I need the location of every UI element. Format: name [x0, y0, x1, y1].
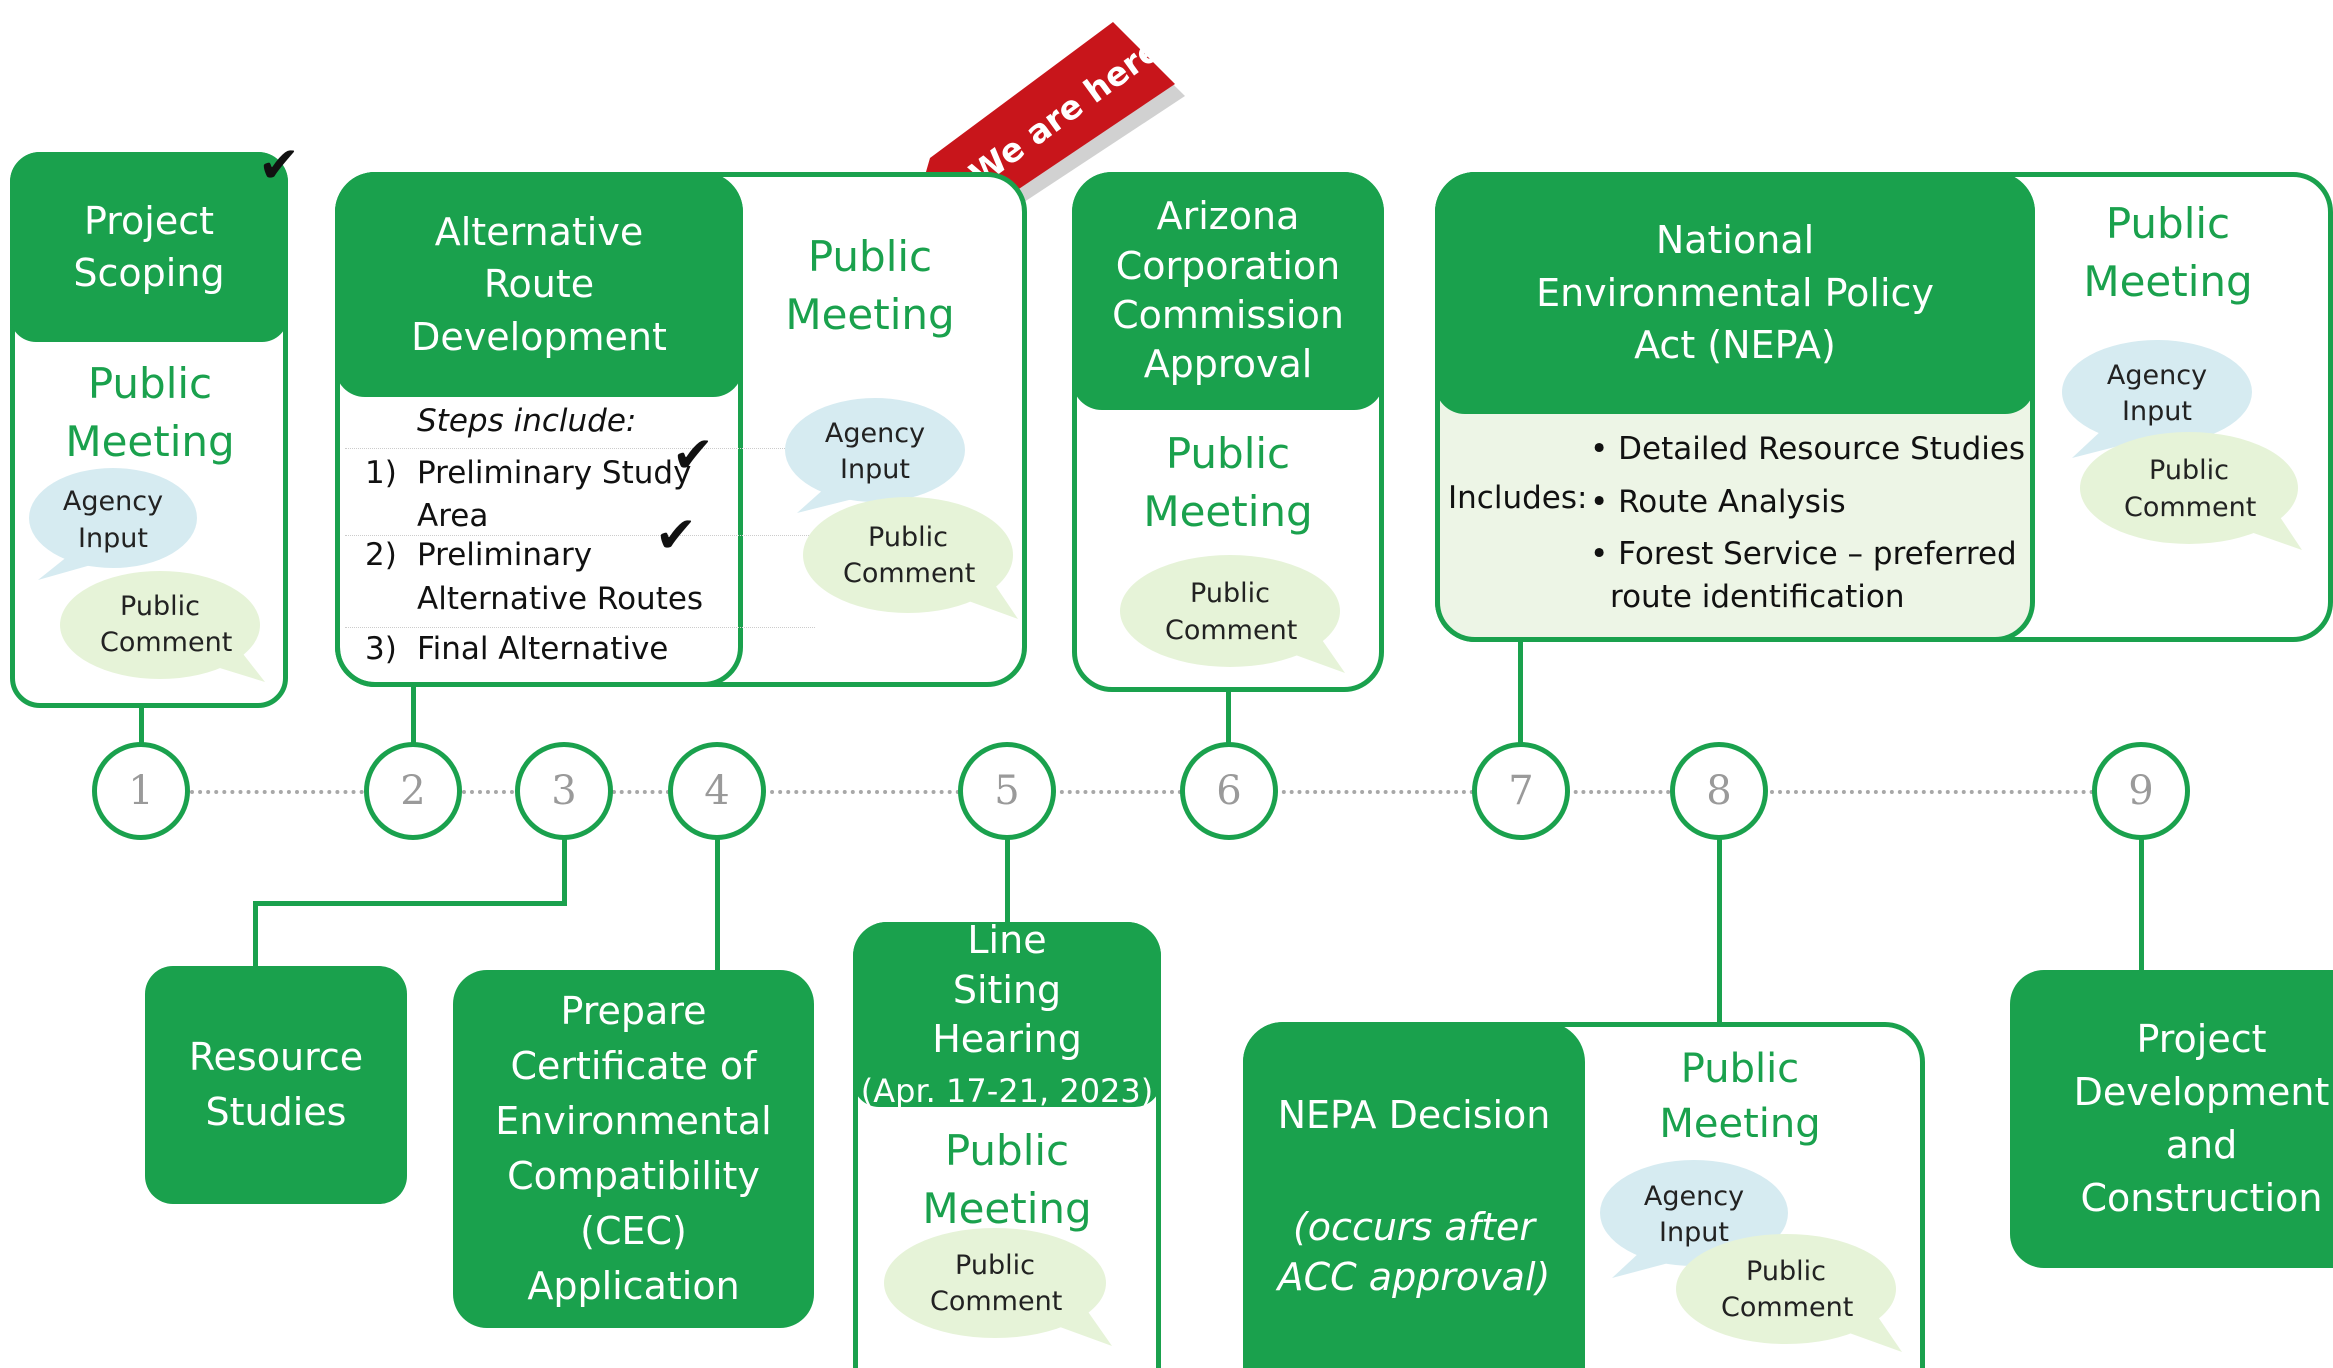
connector-6 — [1226, 690, 1231, 744]
step2-item3-number: 3) — [365, 631, 397, 667]
step7-agency-label: Agency Input — [2106, 359, 2208, 427]
step5-title: Line Siting Hearing — [932, 918, 1082, 1062]
step2-item2-line1: Preliminary — [417, 537, 593, 573]
step7-number: 7 — [1472, 742, 1570, 840]
step4-number: 4 — [668, 742, 766, 840]
step1-agency-bubble: Agency Input — [28, 468, 198, 580]
step2-comment-label: Public Comment — [843, 521, 976, 589]
step2-agency-bubble: Agency Input — [785, 398, 965, 513]
step7-comment-bubble: Public Comment — [2080, 432, 2302, 550]
step5-header: Line Siting Hearing (Apr. 17-21, 2023) — [853, 918, 1161, 1110]
step6-title: Arizona Corporation Commission Approval — [1072, 172, 1384, 410]
checkmark-icon: ✔ — [655, 506, 697, 564]
step9-number: 9 — [2092, 742, 2190, 840]
step1-number: 1 — [92, 742, 190, 840]
step1-title: Project Scoping — [10, 152, 288, 342]
timeline-dots — [1274, 790, 1474, 794]
step8-number: 8 — [1670, 742, 1768, 840]
connector-5 — [1005, 838, 1010, 926]
step7-item1-text: Detailed Resource Studies — [1618, 431, 2026, 467]
checkmark-icon: ✔ — [672, 426, 714, 484]
step9-box: Project Development and Construction — [2010, 970, 2333, 1268]
timeline-dots — [190, 790, 380, 794]
connector-4 — [715, 838, 720, 972]
step2-title: Alternative Route Development — [335, 172, 743, 397]
step2-item3-line1: Final Alternative — [417, 631, 669, 667]
connector-9 — [2139, 838, 2144, 972]
step2-agency-label: Agency Input — [824, 417, 926, 485]
step5-comment-label: Public Comment — [930, 1249, 1063, 1317]
step6-public-meeting: Public Meeting — [1143, 429, 1313, 536]
connector-2 — [411, 685, 416, 745]
timeline-dots — [762, 790, 960, 794]
timeline-dots — [462, 790, 514, 794]
step4-box: Prepare Certificate of Environmental Com… — [453, 970, 814, 1328]
connector-3 — [253, 901, 567, 906]
step3-number: 3 — [515, 742, 613, 840]
step3-box: Resource Studies — [145, 966, 407, 1204]
step7-item2-text: Route Analysis — [1618, 484, 1846, 520]
step6-comment-label: Public Comment — [1165, 578, 1298, 646]
connector-3 — [253, 901, 258, 969]
step7-comment-label: Public Comment — [2124, 455, 2257, 523]
step8-public-meeting: Public Meeting — [1659, 1046, 1821, 1148]
step6-number: 6 — [1180, 742, 1278, 840]
step7-includes-label: Includes: — [1448, 480, 1588, 516]
step7-title: National Environmental Policy Act (NEPA) — [1435, 172, 2035, 414]
step5-subtitle: (Apr. 17-21, 2023) — [860, 1071, 1154, 1110]
step5-public-meeting: Public Meeting — [922, 1126, 1092, 1233]
step2-divider — [345, 627, 815, 628]
connector-7 — [1518, 640, 1523, 744]
step8-comment-label: Public Comment — [1721, 1255, 1854, 1323]
step5-number: 5 — [958, 742, 1056, 840]
step1-agency-label: Agency Input — [62, 486, 164, 554]
step5-comment-bubble: Public Comment — [884, 1228, 1112, 1346]
step8-agency-bubble: Agency Input — [1600, 1160, 1788, 1278]
connector-3 — [562, 838, 567, 906]
timeline-dots — [1052, 790, 1182, 794]
step7-agency-bubble: Agency Input — [2062, 340, 2252, 458]
step2-item1-line1: Preliminary Study — [417, 455, 692, 491]
step8-header: NEPA Decision (occurs after ACC approval… — [1243, 1022, 1585, 1368]
step2-item1-line2: Area — [417, 498, 489, 534]
step7-item1: • Detailed Resource Studies — [1590, 431, 2026, 467]
step2-public-meeting: Public Meeting — [785, 232, 955, 339]
step2-comment-bubble: Public Comment — [803, 497, 1018, 619]
timeline-dots — [1770, 790, 2094, 794]
timeline-dots — [1566, 790, 1678, 794]
step7-item2: • Route Analysis — [1590, 484, 1846, 520]
step1-comment-label: Public Comment — [100, 590, 233, 658]
step7-public-meeting: Public Meeting — [2083, 199, 2253, 306]
step1-public-meeting: Public Meeting — [65, 359, 235, 466]
connector-8 — [1717, 838, 1722, 1024]
checkmark-icon: ✔ — [258, 136, 300, 194]
step2-divider — [345, 448, 815, 449]
step2-item2-number: 2) — [365, 537, 397, 573]
step1-comment-bubble: Public Comment — [60, 570, 265, 682]
step8-note: (occurs after ACC approval) — [1277, 1205, 1551, 1299]
step7-item3: • Forest Service – preferred route ident… — [1590, 536, 2017, 616]
step7-item3-text: Forest Service – preferred route identif… — [1610, 536, 2017, 616]
timeline-dots — [612, 790, 670, 794]
step8-title: NEPA Decision — [1277, 1093, 1551, 1138]
step8-agency-label: Agency Input — [1643, 1180, 1745, 1248]
step2-item1-number: 1) — [365, 455, 397, 491]
step2-item2-line2: Alternative Routes — [417, 581, 704, 617]
step8-comment-bubble: Public Comment — [1676, 1234, 1902, 1352]
step2-steps-heading: Steps include: — [417, 403, 637, 439]
connector-1 — [139, 706, 144, 744]
step6-comment-bubble: Public Comment — [1120, 555, 1345, 673]
step2-divider — [345, 535, 815, 536]
step2-number: 2 — [364, 742, 462, 840]
